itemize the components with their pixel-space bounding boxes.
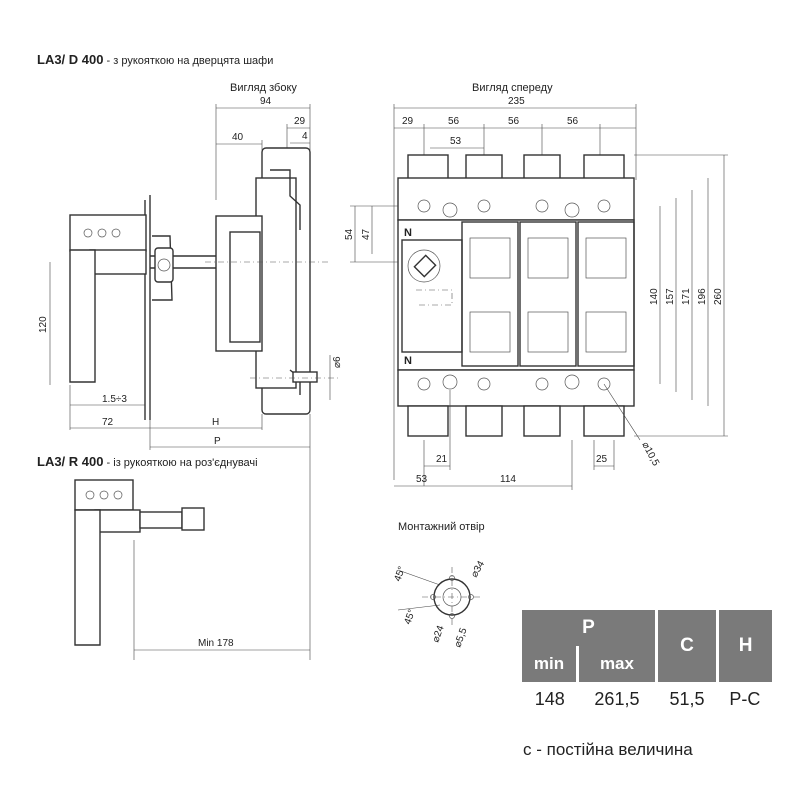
title-r400: LA3/ R 400 - із рукояткою на роз'єднувач…: [37, 454, 258, 469]
table-header-c: C: [654, 610, 718, 682]
dim-25: 25: [596, 454, 608, 465]
dim-53-top: 53: [450, 136, 462, 147]
table-header-min: min: [522, 646, 578, 682]
dim-260: 260: [713, 288, 724, 305]
front-view-label: Вигляд спереду: [472, 82, 553, 94]
dim-171: 171: [681, 288, 692, 305]
title-r400-model: LA3/ R 400: [37, 454, 103, 469]
dim-5-5: ⌀5,5: [452, 626, 469, 649]
table-cell-min: 148: [534, 688, 565, 709]
disconnector-handle-r400: Min 178: [74, 450, 311, 660]
table-header-h: H: [716, 610, 772, 682]
dim-140: 140: [649, 288, 660, 305]
table-header-max: max: [576, 646, 657, 682]
dim-29-side: 29: [294, 116, 306, 127]
dim-56-b: 56: [508, 116, 520, 127]
title-d400: LA3/ D 400 - з рукояткою на дверцята шаф…: [37, 52, 273, 67]
dim-56-c: 56: [567, 116, 579, 127]
dim-24: ⌀24: [430, 624, 446, 644]
dim-56-a: 56: [448, 116, 460, 127]
table-cell-c: 51,5: [669, 688, 705, 709]
table-cell-h: P-C: [729, 688, 761, 709]
footnote: с - постійна величина: [523, 740, 693, 759]
dim-196: 196: [697, 288, 708, 305]
dim-P: P: [214, 436, 221, 447]
title-d400-model: LA3/ D 400: [37, 52, 103, 67]
dim-47: 47: [361, 228, 372, 240]
table-header-p: P: [522, 610, 657, 646]
mounting-hole-label: Монтажний отвір: [398, 521, 485, 533]
dim-1-5-3: 1.5÷3: [102, 394, 127, 405]
dim-54: 54: [344, 228, 355, 240]
dim-6: ⌀6: [332, 356, 343, 368]
dim-235: 235: [508, 96, 525, 107]
dim-94: 94: [260, 96, 272, 107]
door-handle-d400: [69, 214, 147, 383]
title-r400-desc: - із рукояткою на роз'єднувачі: [103, 457, 257, 469]
dim-10-5: ⌀10,5: [639, 440, 661, 468]
side-view: Вигляд збоку 94 40 29 4 ⌀6: [38, 82, 343, 450]
table-cell-max: 261,5: [594, 688, 640, 709]
dim-21: 21: [436, 454, 448, 465]
title-d400-desc: - з рукояткою на дверцята шафи: [103, 55, 273, 67]
dim-4: 4: [302, 131, 308, 142]
dim-34: ⌀34: [469, 559, 487, 580]
dim-114: 114: [500, 474, 516, 485]
spec-table: P C H min max 148 261,5 51,5 P-C: [522, 610, 772, 716]
dim-157: 157: [665, 288, 676, 305]
n-label-top: N: [404, 227, 412, 239]
n-label-bottom: N: [404, 355, 412, 367]
side-view-label: Вигляд збоку: [230, 82, 297, 94]
dim-40: 40: [232, 132, 244, 143]
dim-53-bottom: 53: [416, 474, 428, 485]
angle-45-top: 45°: [392, 565, 408, 583]
mounting-hole-drawing: Монтажний отвір 45° 45° ⌀34 ⌀24 ⌀5,5: [392, 521, 487, 649]
dim-72: 72: [102, 417, 114, 428]
front-view: Вигляд спереду 235 29 56 56 56 53 N N: [344, 82, 728, 490]
dim-29-front: 29: [402, 116, 414, 127]
dim-min178: Min 178: [198, 638, 234, 649]
dim-120: 120: [38, 316, 49, 333]
dim-H: H: [212, 417, 219, 428]
angle-45-bottom: 45°: [402, 608, 418, 626]
